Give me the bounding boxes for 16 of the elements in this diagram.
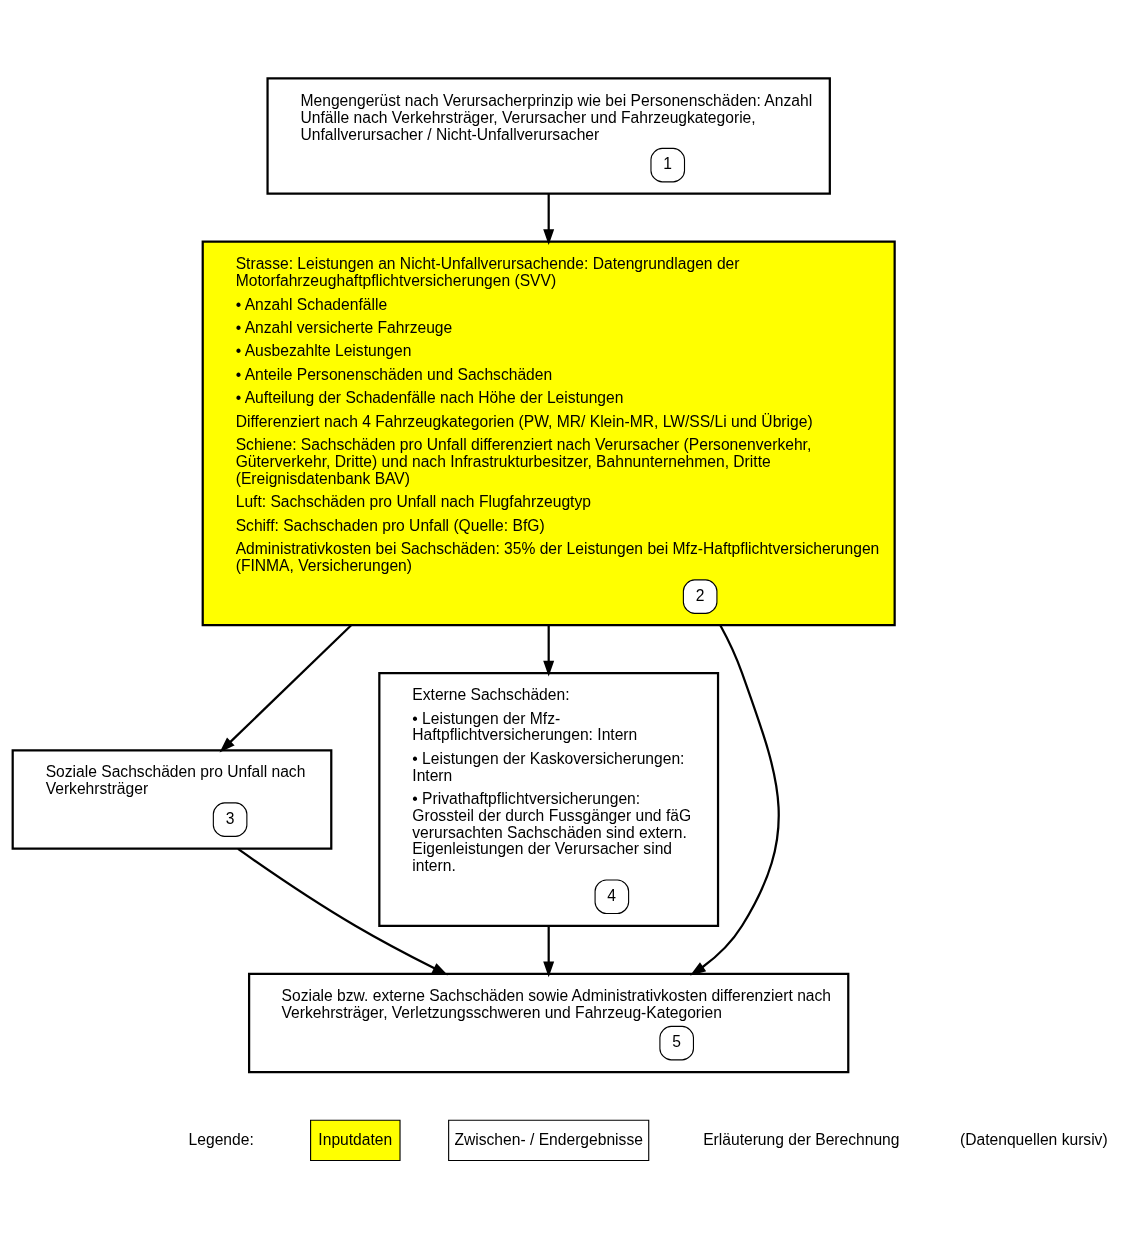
arrow [543,925,555,977]
arrow [219,624,352,752]
legend-label: Inputdaten [318,1130,393,1148]
arrow [543,625,555,676]
node-box: Soziale bzw. externe Sachschäden sowie Administrativkosten differenziert nach Verkehrsträger, Verletzungsschweren und Fahrzeug-Kategorien 5 [248,972,850,1073]
node-box: Mengengerüst nach Verursacherprinzip wie bei Personenschäden: Anzahl Unfälle nach Verkehrsträger, Verursacher und Fahrzeugkategorie, Unfallverursacher / Nicht-Unfallverursacher 1 [266,76,831,195]
legend-label: Zwischen- / Endergebnisse [454,1130,643,1148]
label: Legende: [188,1130,254,1148]
arrow [543,193,555,245]
node-box: Strasse: Leistungen an Nicht-Unfallverursachende: Datengrundlagen der Motorfahrzeughaftpflichtversicherungen (SVV) • Anzahl Schadenfälle • Anzahl versicherte Fahrzeuge • Ausbezahlte Leistungen • Anteile Personenschäden und Sachschäden • Aufteilung der Schadenfälle nach Höhe der Leistungen Differenziert nach 4 Fahrzeugkategorien (PW, MR/ Klein-MR, LW/SS/Li und Übrige) Schiene: Sachschäden pro Unfall differenziert nach Verursacher (Personenverkehr, Güterverkehr, Dritte) und nach Infrastrukturbesitzer, Bahnunternehmen, Dritte (Ereignisdatenbank BAV) Luft: Sachschäden pro Unfall nach Flugfahrzeugtyp Schiff: Sachschaden pro Unfall (Quelle: BfG) Administrativkosten bei Sachschäden: 35% der Leistungen bei Mfz-Haftpflichtversicherungen (FINMA, Versicherungen) 2 [201,240,896,626]
node-box: Soziale Sachschäden pro Unfall nach Verkehrsträger 3 [11,748,333,850]
arrow [237,847,448,975]
label: Erläuterung der Berechnung [703,1130,900,1148]
arrow [690,624,780,976]
label: (Datenquellen kursiv) [960,1130,1108,1148]
node-box: Externe Sachschäden: • Leistungen der Mfz-Haftpflichtversicherungen: Intern • Leistungen der Kaskoversicherungen: Intern • Privathaftpflichtversicherungen: Grossteil der durch Fussgänger und fäG verursachten Sachschäden sind extern. Eigenleistungen der Verursacher sind intern. 4 [378,671,720,927]
